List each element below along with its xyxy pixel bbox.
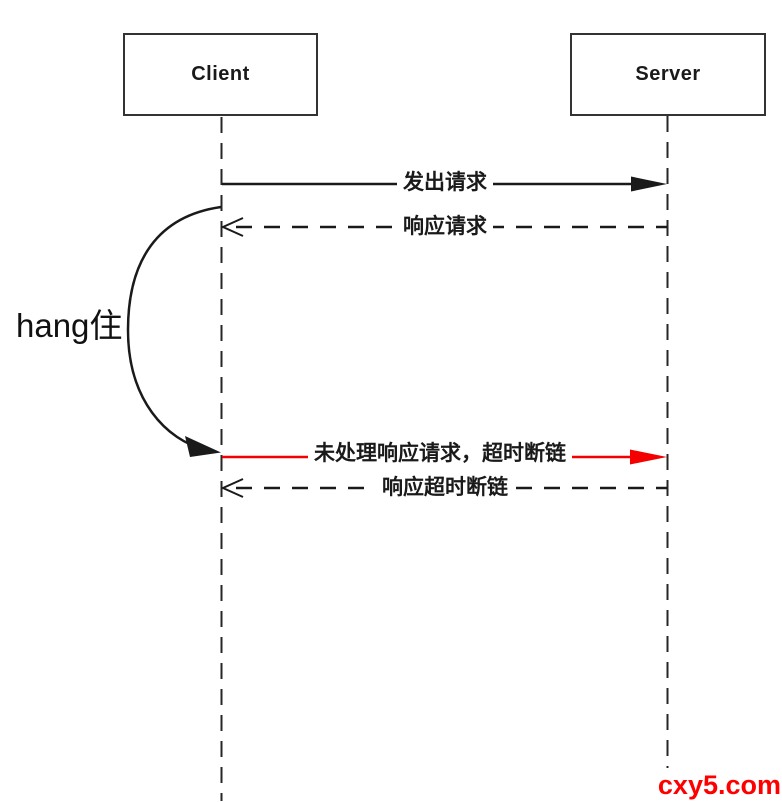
message-label-response: 响应请求 [397,213,493,241]
message-label-request: 发出请求 [397,169,493,197]
actor-box-client: Client [123,33,318,116]
actor-box-server: Server [570,33,766,116]
timeout-request-arrowhead-icon [630,449,667,465]
response-open-arrowhead-icon [220,217,244,237]
timeout-response-open-arrowhead-icon [220,478,244,498]
message-label-timeout-request: 未处理响应请求，超时断链 [308,440,572,468]
hang-arc [126,205,222,452]
hang-annotation: hang住 [16,307,123,344]
actor-label-client: Client [191,63,250,85]
request-arrowhead-icon [631,176,667,192]
actor-label-server: Server [635,63,701,85]
watermark: cxy5.com [652,771,781,801]
hang-arrowhead-icon [185,436,221,457]
message-label-timeout-response: 响应超时断链 [376,474,514,502]
